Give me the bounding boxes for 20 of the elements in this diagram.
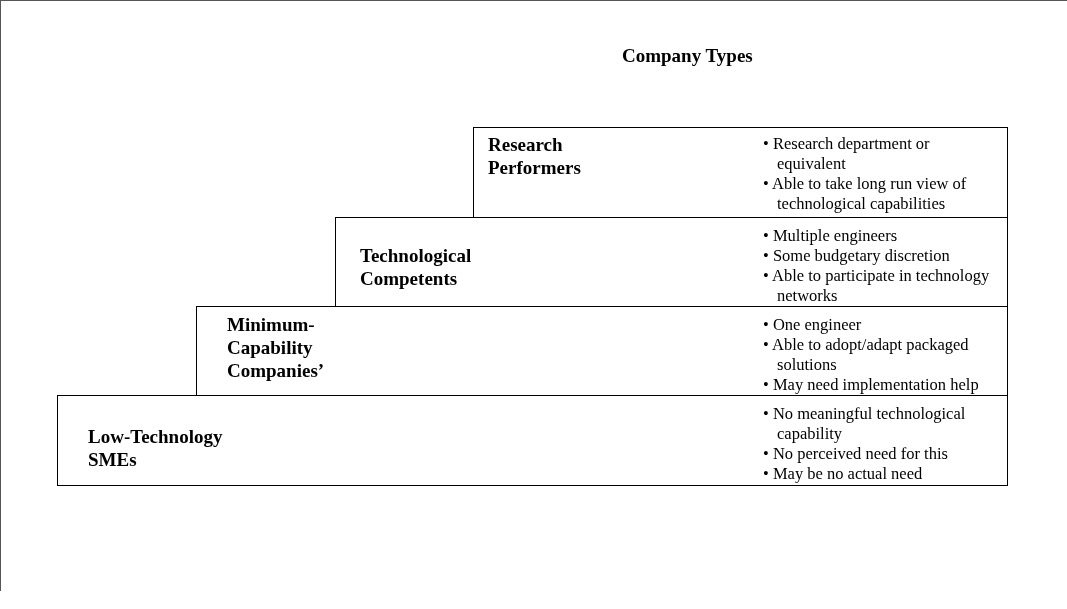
bullet-item: • May need implementation help [763, 375, 980, 395]
diagram-title: Company Types [622, 45, 753, 67]
tier-heading: Minimum-Capability Companies’ [227, 313, 326, 382]
bullet-item: • May be no actual need [763, 464, 924, 484]
bullet-item: • Able to participate in technology networks [763, 266, 991, 306]
bullet-item: • Multiple engineers [763, 226, 899, 246]
bullet-item: • No perceived need for this [763, 444, 949, 464]
bullet-item: • Able to adopt/adapt packaged solutions [763, 335, 970, 375]
bullet-item: • One engineer [763, 315, 863, 335]
tier-heading: Technological Competents [360, 244, 473, 290]
bullet-item: • Research department or equivalent [763, 134, 931, 174]
tier-box [57, 395, 1008, 486]
tier-box [196, 306, 1008, 396]
bullet-item: • Able to take long run view of technological capabilities [763, 174, 968, 214]
bullet-item: • No meaningful technological capability [763, 404, 967, 444]
tier-heading: Research Performers [488, 133, 582, 179]
tier-box [473, 127, 1008, 218]
bullet-item: • Some budgetary discretion [763, 246, 951, 266]
tier-box [335, 217, 1008, 307]
tier-heading: Low-Technology SMEs [88, 425, 224, 471]
